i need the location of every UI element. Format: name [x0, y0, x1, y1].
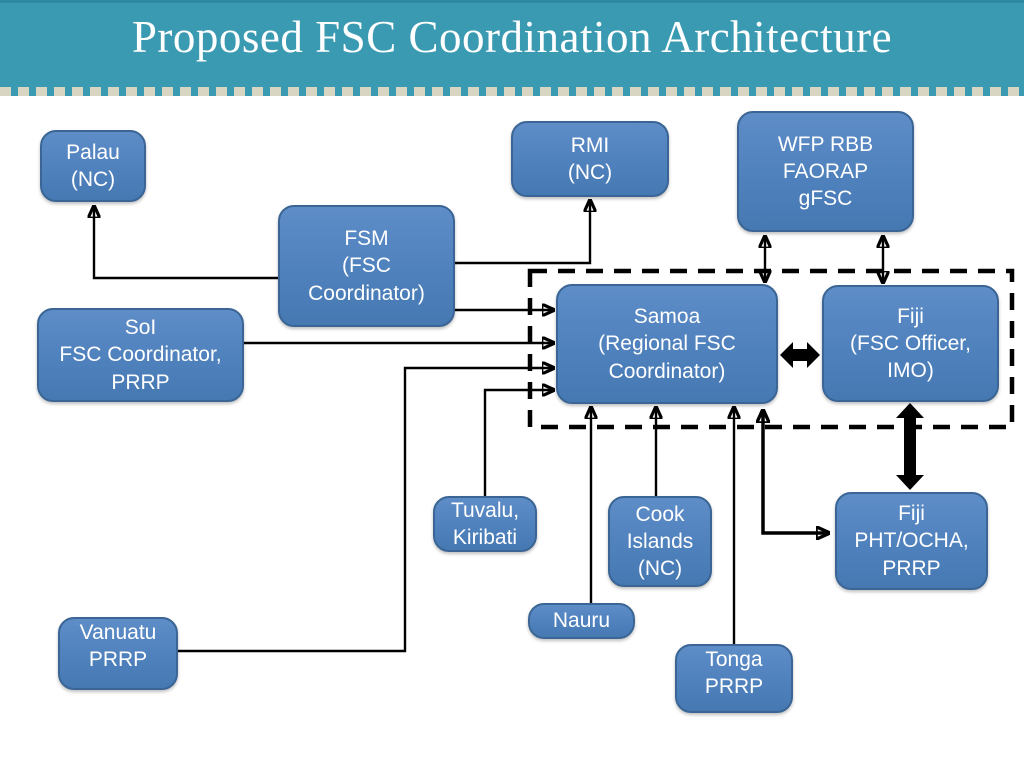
node-label: Tuvalu, Kiribati — [450, 498, 520, 549]
edge-tuvalu-samoa — [483, 390, 553, 496]
node-fiji-fsc-officer: Fiji (FSC Officer, IMO) — [822, 285, 999, 402]
node-wfp-rbb-faorap-gfsc: WFP RBB FAORAP gFSC — [737, 111, 914, 232]
edge-fsm-rmi — [455, 201, 590, 265]
slide-title: Proposed FSC Coordination Architecture — [131, 12, 893, 62]
node-label: Fiji (FSC Officer, IMO) — [850, 304, 971, 383]
header-dash-divider — [0, 87, 1024, 96]
edge-samoa-phtocha — [763, 411, 828, 533]
node-vanuatu-prrp: Vanuatu PRRP — [58, 617, 178, 690]
edge-samoa-fiji-thick — [780, 342, 820, 368]
node-tuvalu-kiribati: Tuvalu, Kiribati — [433, 496, 537, 552]
node-tonga-prrp: Tonga PRRP — [675, 644, 793, 713]
node-label: RMI (NC) — [567, 133, 613, 184]
node-label: Samoa (Regional FSC Coordinator) — [598, 305, 736, 383]
node-fsm: FSM (FSC Coordinator) — [278, 205, 455, 327]
node-label: Vanuatu PRRP — [79, 621, 157, 672]
node-label: Nauru — [552, 609, 611, 633]
node-samoa-regional-coordinator: Samoa (Regional FSC Coordinator) — [556, 284, 778, 404]
node-fiji-pht-ocha-prrp: Fiji PHT/OCHA, PRRP — [835, 492, 988, 590]
node-label: SoI FSC Coordinator, PRRP — [59, 316, 222, 394]
slide-header: Proposed FSC Coordination Architecture — [0, 0, 1024, 96]
node-label: Cook Islands (NC) — [626, 502, 694, 581]
node-nauru: Nauru — [528, 603, 635, 639]
node-label: Tonga PRRP — [704, 648, 764, 699]
node-soi: SoI FSC Coordinator, PRRP — [37, 308, 244, 402]
node-label: FSM (FSC Coordinator) — [308, 227, 425, 305]
node-rmi: RMI (NC) — [511, 121, 669, 197]
node-palau: Palau (NC) — [40, 130, 146, 202]
node-label: Fiji PHT/OCHA, PRRP — [854, 502, 969, 580]
node-label: Palau (NC) — [66, 140, 120, 191]
edge-fsm-palau — [94, 207, 278, 280]
node-label: WFP RBB FAORAP gFSC — [777, 132, 874, 211]
edge-fiji-phtocha-thick — [896, 403, 924, 490]
node-cook-islands: Cook Islands (NC) — [608, 496, 712, 587]
